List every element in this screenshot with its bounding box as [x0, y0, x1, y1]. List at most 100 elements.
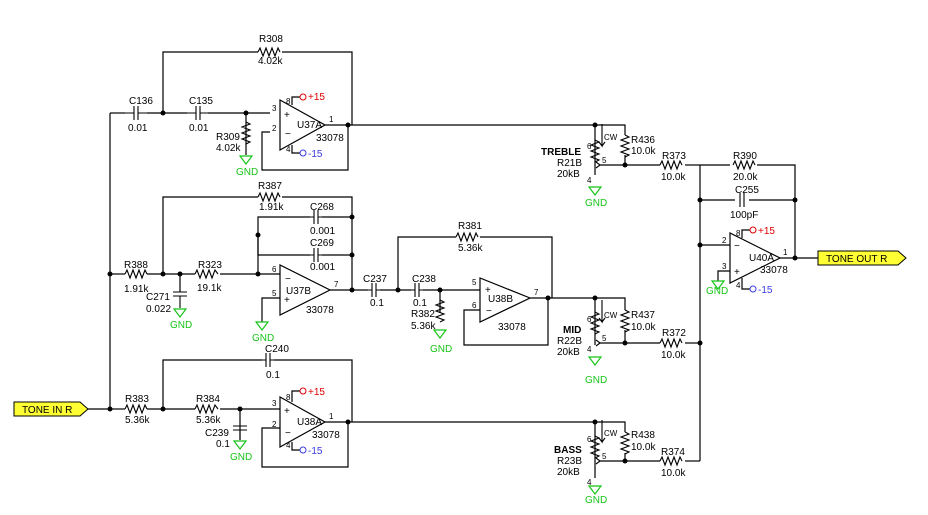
opamp-part: 33078 — [498, 322, 526, 333]
resistor-r374: R374 10.0k — [659, 447, 686, 479]
opamp-u38b: + − 5 6 7 U38B 33078 — [472, 277, 539, 333]
ref-label: R383 — [125, 394, 149, 405]
supply-pos-label: +15 — [758, 226, 775, 237]
svg-text:1: 1 — [329, 412, 334, 421]
ref-label: R309 — [216, 132, 240, 143]
junction-dot — [349, 252, 355, 258]
junction-dot — [592, 122, 598, 128]
junction-dot — [592, 419, 598, 425]
value-label: 5.36k — [411, 321, 436, 332]
junction-dot — [160, 110, 166, 116]
value-label: 100pF — [730, 210, 758, 221]
ref-label: C240 — [265, 344, 289, 355]
resistor-r308: R308 4.02k — [257, 34, 283, 67]
svg-text:4: 4 — [286, 145, 291, 154]
ref-label: R374 — [661, 447, 685, 458]
value-label: 0.022 — [146, 304, 171, 315]
resistor-r436: R436 10.0k — [619, 134, 656, 158]
svg-text:6: 6 — [272, 265, 277, 274]
ref-label: R308 — [259, 34, 283, 45]
ref-label: R438 — [631, 430, 655, 441]
capacitor-c255: C255 100pF — [730, 185, 759, 221]
resistor-r437: R437 10.0k — [619, 309, 656, 333]
opamp-ref: U37B — [286, 286, 311, 297]
svg-text:4: 4 — [286, 441, 291, 450]
junction-dot — [622, 458, 628, 464]
svg-text:CW: CW — [604, 311, 618, 320]
svg-text:8: 8 — [736, 229, 741, 238]
ref-label: R323 — [198, 260, 222, 271]
supply-neg-label: -15 — [308, 149, 323, 160]
ref-label: R381 — [458, 221, 482, 232]
svg-text:1: 1 — [329, 115, 334, 124]
ground-symbol: GND — [430, 329, 452, 355]
junction-dot — [792, 255, 798, 261]
resistor-r390: R390 20.0k — [732, 151, 758, 183]
pot-ref: R21B — [557, 158, 582, 169]
junctions — [107, 110, 798, 464]
pot-treble: CW 6 5 4 TREBLE R21B 20kB — [541, 124, 618, 185]
capacitor-c237: C237 0.1 — [363, 274, 387, 309]
svg-text:5: 5 — [602, 452, 607, 461]
svg-text:4: 4 — [587, 176, 592, 185]
ref-label: C136 — [129, 96, 153, 107]
value-label: 5.36k — [196, 415, 221, 426]
svg-text:GND: GND — [230, 452, 252, 463]
value-label: 0.1 — [413, 298, 427, 309]
value-label: 10.0k — [661, 172, 686, 183]
ref-label: R384 — [196, 394, 220, 405]
svg-text:−: − — [285, 274, 291, 285]
junction-dot — [345, 122, 351, 128]
svg-text:3: 3 — [272, 399, 277, 408]
opamp-part: 33078 — [760, 265, 788, 276]
ground-symbol: GND — [170, 308, 192, 331]
value-label: 10.0k — [661, 350, 686, 361]
junction-dot — [395, 287, 401, 293]
svg-text:CW: CW — [604, 429, 618, 438]
svg-text:4: 4 — [587, 478, 592, 487]
resistor-r373: R373 10.0k — [659, 151, 686, 183]
junction-dot — [792, 197, 798, 203]
capacitor-c238: C238 0.1 — [411, 274, 436, 309]
svg-text:2: 2 — [272, 420, 277, 429]
value-label: 19.1k — [197, 283, 222, 294]
value-label: 0.1 — [370, 298, 384, 309]
value-label: 5.36k — [125, 415, 150, 426]
pot-label: TREBLE — [541, 147, 581, 158]
port-tone-in-r[interactable]: TONE IN R — [13, 401, 89, 417]
ground-symbol: GND — [585, 356, 607, 386]
supply-neg-label: -15 — [308, 446, 323, 457]
opamp-ref: U38A — [297, 417, 322, 428]
value-label: 0.1 — [216, 439, 230, 450]
capacitor-c268: C268 0.001 — [310, 202, 335, 237]
value-label: 0.001 — [310, 226, 335, 237]
value-label: 10.0k — [631, 442, 656, 453]
capacitor-c271: C271 0.022 — [146, 291, 187, 315]
opamp-u40a: +15 -15 − + 2 3 1 8 4 U40A 33078 — [722, 226, 788, 296]
svg-text:+: + — [734, 267, 740, 278]
value-label: 1.91k — [259, 202, 284, 213]
junction-dot — [237, 406, 243, 412]
svg-text:3: 3 — [722, 262, 727, 271]
capacitor-c269: C269 0.001 — [310, 238, 335, 273]
ref-label: R390 — [733, 151, 757, 162]
svg-text:4: 4 — [736, 281, 741, 290]
ref-label: C269 — [310, 238, 334, 249]
svg-text:GND: GND — [585, 495, 607, 506]
port-tone-out-r[interactable]: TONE OUT R — [817, 250, 907, 266]
svg-text:−: − — [285, 129, 291, 140]
svg-text:8: 8 — [286, 97, 291, 106]
svg-text:2: 2 — [272, 124, 277, 133]
ref-label: R437 — [631, 310, 655, 321]
opamp-u38a: +15 -15 + − 3 2 1 8 4 U38A 33078 — [272, 387, 340, 457]
value-label: 0.01 — [189, 123, 209, 134]
opamp-part: 33078 — [312, 430, 340, 441]
capacitor-c239: C239 0.1 — [205, 425, 247, 450]
junction-dot — [349, 214, 355, 220]
svg-text:+: + — [284, 110, 290, 121]
opamp-u37a: +15 -15 + − 3 2 1 8 4 U37A 33078 — [272, 92, 344, 160]
junction-dot — [622, 340, 628, 346]
opamp-ref: U40A — [749, 253, 774, 264]
pot-value: 20kB — [557, 467, 580, 478]
